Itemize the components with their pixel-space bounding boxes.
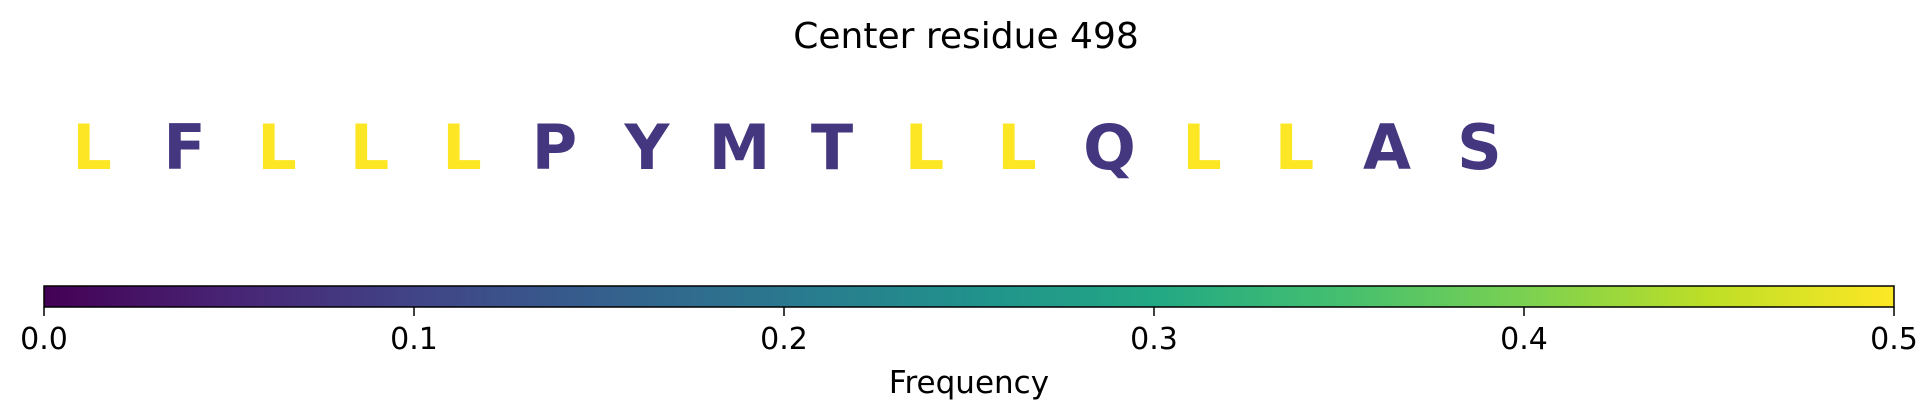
residue-0: L: [72, 111, 112, 184]
colorbar-tick-label-1: 0.1: [390, 322, 438, 357]
colorbar: [43, 285, 1895, 308]
colorbar-tick-label-5: 0.5: [1870, 322, 1918, 357]
residue-1: F: [163, 111, 205, 184]
residue-13: L: [1275, 111, 1315, 184]
colorbar-tick-label-3: 0.3: [1130, 322, 1178, 357]
residue-12: L: [1182, 111, 1222, 184]
colorbar-tick-label-2: 0.2: [760, 322, 808, 357]
residue-2: L: [257, 111, 297, 184]
residue-6: Y: [624, 111, 671, 184]
residue-10: L: [997, 111, 1037, 184]
colorbar-tick-label-0: 0.0: [20, 322, 68, 357]
residue-4: L: [442, 111, 482, 184]
residue-9: L: [905, 111, 945, 184]
colorbar-tick-label-4: 0.4: [1500, 322, 1548, 357]
residue-14: A: [1363, 111, 1411, 184]
colorbar-ticks: 0.0 0.1 0.2 0.3 0.4 0.5: [20, 307, 1918, 357]
colorbar-label: Frequency: [889, 365, 1049, 401]
residue-8: T: [811, 111, 853, 184]
chart-title: Center residue 498: [793, 16, 1139, 57]
residue-7: M: [709, 111, 771, 184]
residue-3: L: [350, 111, 390, 184]
residue-11: Q: [1083, 111, 1136, 184]
residue-15: S: [1457, 111, 1502, 184]
residue-5: P: [532, 111, 577, 184]
